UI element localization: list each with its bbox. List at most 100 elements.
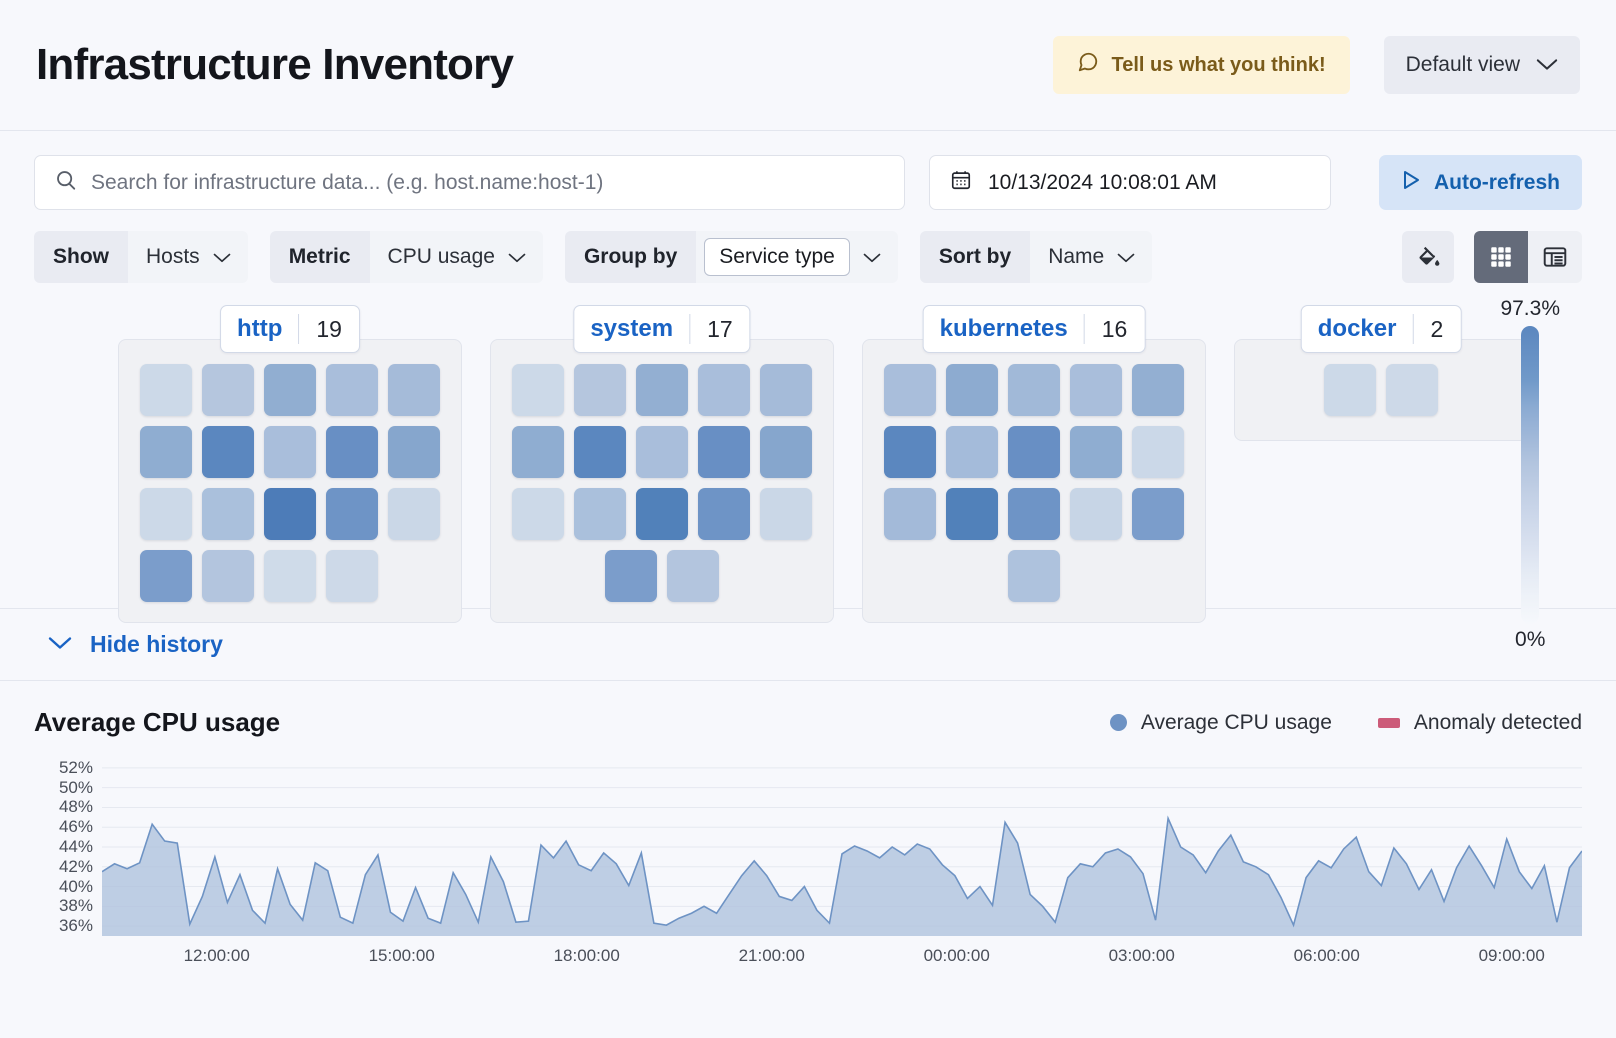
table-view-icon[interactable]	[1528, 231, 1582, 283]
host-tile[interactable]	[388, 488, 440, 540]
default-view-button[interactable]: Default view	[1383, 36, 1580, 94]
group-kubernetes: kubernetes 16	[862, 305, 1206, 623]
host-tile[interactable]	[140, 488, 192, 540]
chip-divider	[1412, 314, 1414, 344]
host-tile[interactable]	[574, 364, 626, 416]
host-tile[interactable]	[1008, 488, 1060, 540]
chart-plot-area[interactable]	[102, 758, 1582, 936]
host-tile[interactable]	[574, 426, 626, 478]
host-tile[interactable]	[1324, 364, 1376, 416]
host-tile[interactable]	[1008, 550, 1060, 602]
host-tile[interactable]	[636, 488, 688, 540]
host-tile[interactable]	[264, 550, 316, 602]
host-tile[interactable]	[636, 426, 688, 478]
control-sort-by-value[interactable]: Name	[1030, 231, 1153, 283]
host-tile[interactable]	[884, 426, 936, 478]
group-box	[118, 339, 462, 623]
chevron-down-icon	[1117, 245, 1135, 269]
host-tile[interactable]	[1008, 426, 1060, 478]
host-tile[interactable]	[202, 550, 254, 602]
grid-view-icon[interactable]	[1474, 231, 1528, 283]
view-mode-toggle	[1474, 231, 1582, 283]
x-tick-label: 09:00:00	[1478, 946, 1545, 965]
paint-bucket-icon[interactable]	[1402, 231, 1454, 283]
host-tile[interactable]	[760, 488, 812, 540]
y-tick-label: 50%	[58, 777, 93, 797]
chevron-down-icon	[213, 245, 231, 269]
control-metric-value[interactable]: CPU usage	[369, 231, 543, 283]
host-tile[interactable]	[202, 426, 254, 478]
play-icon	[1401, 169, 1421, 197]
legend-item-average-cpu-usage[interactable]: Average CPU usage	[1109, 711, 1332, 735]
host-tile[interactable]	[512, 364, 564, 416]
host-tile[interactable]	[1008, 364, 1060, 416]
host-tile[interactable]	[1132, 426, 1184, 478]
host-tile[interactable]	[760, 364, 812, 416]
host-tile[interactable]	[326, 488, 378, 540]
host-tile[interactable]	[946, 364, 998, 416]
feedback-button[interactable]: Tell us what you think!	[1052, 36, 1350, 94]
host-tile[interactable]	[140, 364, 192, 416]
host-tile[interactable]	[326, 426, 378, 478]
host-tile[interactable]	[698, 364, 750, 416]
host-tile[interactable]	[1386, 364, 1438, 416]
host-tile[interactable]	[1070, 426, 1122, 478]
host-tile[interactable]	[264, 426, 316, 478]
control-group-by-value-text: Service type	[704, 238, 850, 276]
waffle-row	[884, 550, 1184, 602]
group-chip-http[interactable]: http 19	[220, 305, 360, 353]
control-show-value-text: Hosts	[146, 245, 200, 268]
group-box	[862, 339, 1206, 623]
date-picker[interactable]: 10/13/2024 10:08:01 AM	[928, 155, 1331, 210]
host-tile[interactable]	[605, 550, 657, 602]
search-placeholder: Search for infrastructure data... (e.g. …	[91, 170, 604, 194]
legend-label: Anomaly detected	[1413, 710, 1582, 734]
x-tick-label: 15:00:00	[368, 946, 435, 965]
host-tile[interactable]	[698, 488, 750, 540]
host-tile[interactable]	[326, 364, 378, 416]
view-tools	[1402, 231, 1582, 283]
host-tile[interactable]	[140, 426, 192, 478]
host-tile[interactable]	[264, 488, 316, 540]
host-tile[interactable]	[1070, 488, 1122, 540]
host-tile[interactable]	[574, 488, 626, 540]
control-show-value[interactable]: Hosts	[128, 231, 248, 283]
group-chip-docker[interactable]: docker 2	[1300, 305, 1462, 353]
host-tile[interactable]	[388, 364, 440, 416]
x-tick-label: 21:00:00	[738, 946, 805, 965]
host-tile[interactable]	[512, 488, 564, 540]
host-tile[interactable]	[946, 488, 998, 540]
host-tile[interactable]	[1132, 488, 1184, 540]
host-tile[interactable]	[512, 426, 564, 478]
control-sort-by-value-text: Name	[1048, 245, 1105, 268]
group-chip-kubernetes[interactable]: kubernetes 16	[922, 305, 1146, 353]
host-tile[interactable]	[760, 426, 812, 478]
host-tile[interactable]	[698, 426, 750, 478]
host-tile[interactable]	[1070, 364, 1122, 416]
host-tile[interactable]	[202, 488, 254, 540]
legend-gradient-bar	[1521, 326, 1540, 624]
host-tile[interactable]	[667, 550, 719, 602]
host-tile[interactable]	[636, 364, 688, 416]
host-tile[interactable]	[264, 364, 316, 416]
group-count: 19	[316, 315, 342, 342]
y-tick-label: 48%	[58, 797, 93, 817]
host-tile[interactable]	[388, 426, 440, 478]
group-chip-system[interactable]: system 17	[573, 305, 751, 353]
search-input[interactable]: Search for infrastructure data... (e.g. …	[34, 155, 905, 210]
y-tick-label: 52%	[58, 757, 93, 777]
host-tile[interactable]	[140, 550, 192, 602]
host-tile[interactable]	[202, 364, 254, 416]
control-group-by-value[interactable]: Service type	[696, 231, 898, 283]
host-tile[interactable]	[1132, 364, 1184, 416]
host-tile[interactable]	[946, 426, 998, 478]
search-row: Search for infrastructure data... (e.g. …	[34, 155, 1582, 210]
host-tile[interactable]	[884, 488, 936, 540]
auto-refresh-button[interactable]: Auto-refresh	[1378, 155, 1582, 210]
host-tile[interactable]	[326, 550, 378, 602]
waffle-row	[512, 550, 812, 602]
host-tile[interactable]	[884, 364, 936, 416]
hide-history-toggle[interactable]: Hide history	[0, 609, 1616, 681]
legend-item-anomaly-detected[interactable]: Anomaly detected	[1377, 710, 1582, 735]
